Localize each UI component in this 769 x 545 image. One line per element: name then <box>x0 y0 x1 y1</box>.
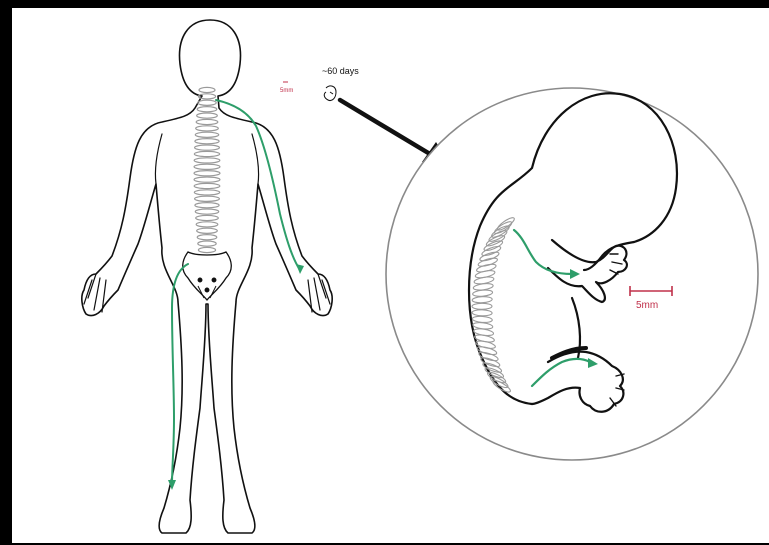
adult-leg-nerve <box>172 264 188 484</box>
vertebra <box>194 177 220 182</box>
adult-body-outline <box>82 20 332 533</box>
vertebra <box>196 215 219 220</box>
vertebra <box>195 145 220 150</box>
vertebra <box>195 132 218 137</box>
small-embryo-group: ~60 days 5mm <box>280 66 359 101</box>
vertebra <box>197 107 217 112</box>
adult-body <box>82 20 332 533</box>
small-scale-label: 5mm <box>280 88 293 94</box>
vertebra <box>195 139 219 144</box>
vertebra <box>194 164 220 169</box>
vertebra <box>195 209 218 214</box>
vertebra <box>194 190 219 195</box>
adult-pelvis <box>183 252 232 300</box>
adult-arm-nerve-arrowhead <box>296 264 304 274</box>
vertebra <box>194 183 220 188</box>
vertebra <box>197 113 218 118</box>
vertebra <box>196 126 219 131</box>
vertebra <box>197 235 217 240</box>
left-inner-arm <box>155 134 162 184</box>
vertebra <box>196 222 218 227</box>
adult-spine <box>194 87 220 252</box>
vertebra <box>194 171 220 176</box>
vertebra <box>195 203 219 208</box>
figure-canvas: ~60 days 5mm 5mm <box>12 8 769 543</box>
small-embryo-icon <box>324 86 336 101</box>
embryo-age-label: ~60 days <box>322 66 359 76</box>
diagram-svg: ~60 days 5mm 5mm <box>12 8 769 543</box>
right-inner-arm <box>252 134 259 184</box>
vertebra <box>198 100 216 105</box>
vertebra <box>198 241 216 246</box>
adult-nerve-paths <box>168 100 304 490</box>
zoom-scale-label: 5mm <box>636 300 658 311</box>
vertebra <box>194 158 220 163</box>
vertebra <box>198 247 215 252</box>
vertebra <box>199 87 215 92</box>
vertebra <box>194 151 219 156</box>
vertebra <box>195 196 220 201</box>
vertebra <box>197 228 218 233</box>
vertebra <box>196 119 218 124</box>
